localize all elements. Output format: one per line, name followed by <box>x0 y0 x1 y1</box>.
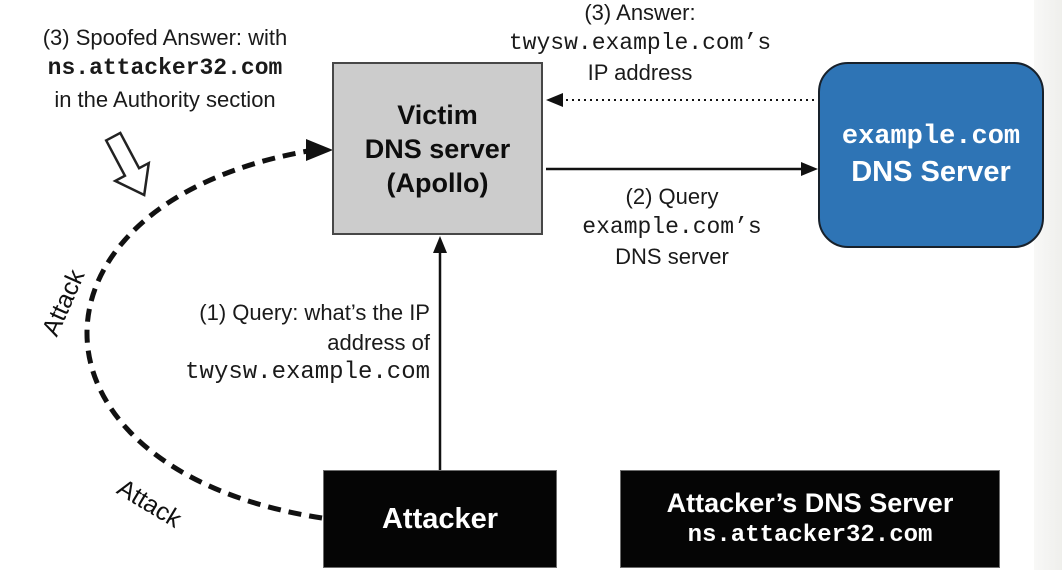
victim-line3: (Apollo) <box>386 167 489 198</box>
attacker-dns-title: Attacker’s DNS Server <box>666 488 954 518</box>
attacker-label: Attacker <box>381 502 499 535</box>
query1-line2: address of <box>327 330 430 355</box>
attacker-dns-hostname: ns.attacker32.com <box>687 522 933 549</box>
attack-curve <box>84 147 323 521</box>
query1-line1: (1) Query: what’s the IP <box>199 300 430 325</box>
attacker-node: Attacker <box>323 470 557 568</box>
query2-line1: (2) Query <box>625 184 719 209</box>
attacker-dns-server-node: Attacker’s DNS Server ns.attacker32.com <box>620 470 1000 568</box>
query2-host: example.com’s <box>582 214 762 240</box>
query2-note: (2) Query example.com’s DNS server <box>507 182 837 272</box>
query1-arrowhead-icon <box>433 236 447 253</box>
query2-arrowhead-icon <box>801 162 818 176</box>
spoofed-answer-line1: (3) Spoofed Answer: with <box>42 25 288 50</box>
query2-line3: DNS server <box>615 244 729 269</box>
spoofed-answer-line3: in the Authority section <box>54 87 276 112</box>
victim-dns-server-node: Victim DNS server (Apollo) <box>332 62 543 235</box>
attack-arrowhead-icon <box>306 139 333 161</box>
victim-line1: Victim <box>397 99 478 130</box>
answer-arrowhead-icon <box>546 93 563 107</box>
example-dns-label: DNS Server <box>851 156 1011 188</box>
answer-line3: IP address <box>587 60 693 85</box>
spoofed-answer-note: (3) Spoofed Answer: with ns.attacker32.c… <box>15 22 315 115</box>
spoofed-pointer-block-arrow-icon <box>104 131 151 197</box>
victim-line2: DNS server <box>364 133 511 164</box>
query1-note: (1) Query: what’s the IP address of twys… <box>95 298 430 388</box>
spoofed-answer-host: ns.attacker32.com <box>47 55 283 81</box>
example-dns-server-node: example.com DNS Server <box>818 62 1044 248</box>
answer-line1: (3) Answer: <box>584 0 696 25</box>
example-dns-hostname: example.com <box>841 122 1021 152</box>
answer-host: twysw.example.com’s <box>508 30 772 56</box>
query1-host: twysw.example.com <box>185 359 430 386</box>
answer-note: (3) Answer: twysw.example.com’s IP addre… <box>475 0 805 88</box>
